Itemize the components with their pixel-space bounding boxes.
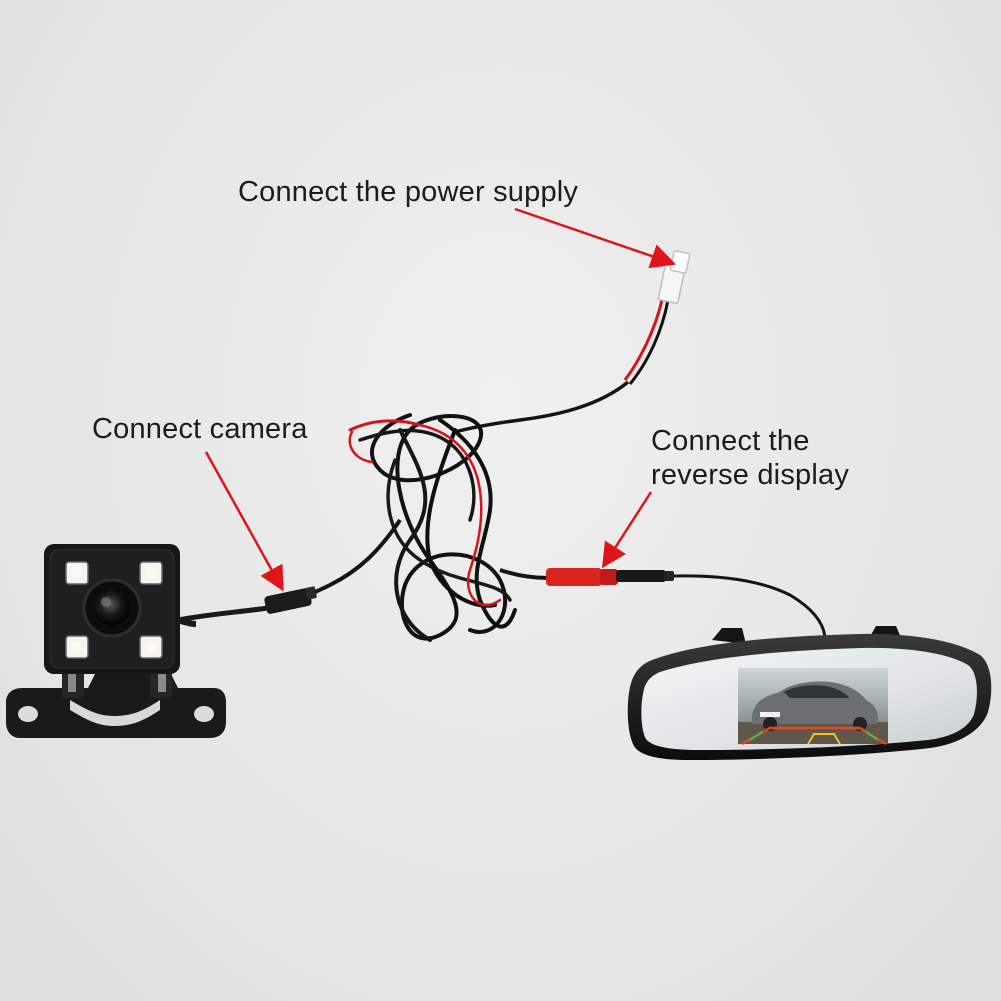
rearview-mirror-monitor-icon [627, 626, 992, 760]
camera-connector-icon [264, 586, 317, 614]
camera-lead [177, 605, 269, 623]
power-supply-label: Connect the power supply [238, 176, 579, 208]
power-cable [454, 380, 630, 434]
reverse-display-label-line2: reverse display [651, 459, 850, 491]
cable-bundle [348, 413, 517, 642]
camera-label: Connect camera [92, 413, 308, 445]
display-cable [499, 568, 549, 580]
backup-camera-icon [6, 544, 226, 738]
monitor-lead [673, 574, 827, 641]
display-arrow [601, 491, 653, 569]
reverse-display-label: Connect the reverse display [651, 424, 849, 492]
camera-arrow [204, 451, 284, 592]
power-connector-icon [623, 250, 691, 385]
display-connector-icon [546, 568, 674, 586]
power-arrow [514, 207, 677, 269]
reverse-display-label-line1: Connect the [651, 425, 810, 457]
monitor-screen [738, 668, 888, 746]
